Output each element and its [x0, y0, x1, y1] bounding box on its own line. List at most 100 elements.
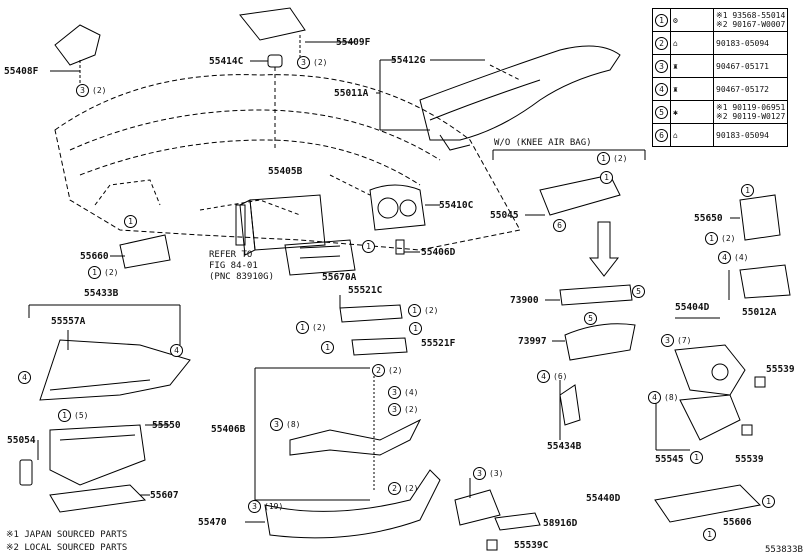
part-label-55045: 55045 [490, 210, 519, 221]
part-label-55412G: 55412G [391, 55, 426, 66]
legend-part: 90183-05094 [712, 123, 789, 147]
refer-note-line2: FIG 84-01 [209, 261, 258, 271]
qty-2: (2) [721, 234, 736, 243]
qty-19: (19) [264, 502, 284, 511]
part-label-55606: 55606 [723, 517, 752, 528]
callout-1: 1 [690, 451, 703, 464]
legend-num: 4 [655, 82, 668, 96]
callout-3: 3 [76, 84, 89, 97]
legend-num: 3 [655, 59, 668, 73]
callout-5: 5 [632, 285, 645, 298]
callout-1: 1 [597, 152, 610, 165]
callout-3: 3 [270, 418, 283, 431]
qty-2: (2) [312, 323, 327, 332]
part-label-55607: 55607 [150, 490, 179, 501]
callout-1: 1 [124, 215, 137, 228]
part-label-55550: 55550 [152, 420, 181, 431]
part-label-55539C: 55539C [514, 540, 549, 551]
qty-2: (2) [613, 154, 628, 163]
part-label-55660: 55660 [80, 251, 109, 262]
part-label-55409F: 55409F [336, 37, 371, 48]
legend-part: ※1 93568-55014 ※2 90167-W0007 [712, 8, 789, 32]
legend-row: 3♜90467-05171 [652, 54, 789, 78]
callout-1: 1 [321, 341, 334, 354]
qty-2: (2) [92, 86, 107, 95]
callout-4: 4 [18, 371, 31, 384]
legend-row: 4♜90467-05172 [652, 77, 789, 101]
qty-4: (4) [404, 388, 419, 397]
legend-part: ※1 90119-06951 ※2 90119-W0127 [712, 100, 789, 124]
part-label-73900: 73900 [510, 295, 539, 306]
callout-1: 1 [741, 184, 754, 197]
callout-1: 1 [362, 240, 375, 253]
legend-num: 6 [655, 128, 668, 142]
part-label-55440D: 55440D [586, 493, 621, 504]
callout-6: 6 [553, 219, 566, 232]
part-label-55406B: 55406B [211, 424, 246, 435]
legend-part: 90467-05171 [712, 54, 789, 78]
part-label-55650: 55650 [694, 213, 723, 224]
legend-part: 90183-05094 [712, 31, 789, 55]
callout-2: 2 [388, 482, 401, 495]
fastener-icon: ⚙ [670, 8, 714, 32]
part-label-55521F: 55521F [421, 338, 456, 349]
callout-3: 3 [388, 386, 401, 399]
part-label-55405B: 55405B [268, 166, 303, 177]
part-label-55410C: 55410C [439, 200, 474, 211]
legend-row: 1⚙※1 93568-55014 ※2 90167-W0007 [652, 8, 789, 32]
callout-1: 1 [600, 171, 613, 184]
note-local: ※2 LOCAL SOURCED PARTS [6, 543, 128, 553]
callout-2: 2 [372, 364, 385, 377]
legend-row: 5✱※1 90119-06951 ※2 90119-W0127 [652, 100, 789, 124]
callout-3: 3 [473, 467, 486, 480]
part-label-73997: 73997 [518, 336, 547, 347]
part-label-55545: 55545 [655, 454, 684, 465]
clip-icon: ♜ [670, 54, 714, 78]
clip-icon: ♜ [670, 77, 714, 101]
qty-8: (8) [664, 393, 679, 402]
figure-id: 553833B [765, 545, 803, 555]
callout-1: 1 [409, 322, 422, 335]
callout-3: 3 [297, 56, 310, 69]
qty-2: (2) [388, 366, 403, 375]
refer-note-line1: REFER TO [209, 250, 253, 260]
part-label-55521C: 55521C [348, 285, 383, 296]
callout-1: 1 [408, 304, 421, 317]
qty-3: (3) [489, 469, 504, 478]
legend-row: 2⌂90183-05094 [652, 31, 789, 55]
part-label-55012A: 55012A [742, 307, 777, 318]
part-label-55011A: 55011A [334, 88, 369, 99]
screw-icon: ✱ [670, 100, 714, 124]
legend-num: 5 [655, 105, 668, 119]
callout-3: 3 [248, 500, 261, 513]
part-label-55406D: 55406D [421, 247, 456, 258]
part-label-55557A: 55557A [51, 316, 86, 327]
legend-num: 1 [655, 13, 668, 27]
part-label-55414C: 55414C [209, 56, 244, 67]
fastener-legend-table: 1⚙※1 93568-55014 ※2 90167-W0007 2⌂90183-… [652, 8, 789, 147]
clip-icon: ⌂ [670, 31, 714, 55]
legend-num: 2 [655, 36, 668, 50]
callout-4: 4 [718, 251, 731, 264]
callout-4: 4 [170, 344, 183, 357]
part-label-55670A: 55670A [322, 272, 357, 283]
callout-5: 5 [584, 312, 597, 325]
callout-1: 1 [705, 232, 718, 245]
qty-2: (2) [424, 306, 439, 315]
qty-5: (5) [74, 411, 89, 420]
qty-2: (2) [313, 58, 328, 67]
part-label-55054: 55054 [7, 435, 36, 446]
qty-4: (4) [734, 253, 749, 262]
qty-8: (8) [286, 420, 301, 429]
refer-note-line3: (PNC 83910G) [209, 272, 275, 282]
qty-2: (2) [404, 484, 419, 493]
note-japan: ※1 JAPAN SOURCED PARTS [6, 530, 128, 540]
qty-2: (2) [104, 268, 119, 277]
clip-icon: ⌂ [670, 123, 714, 147]
qty-6: (6) [553, 372, 568, 381]
qty-2: (2) [404, 405, 419, 414]
part-label-55539-upper: 55539 [766, 364, 795, 375]
part-label-55408F: 55408F [4, 66, 39, 77]
